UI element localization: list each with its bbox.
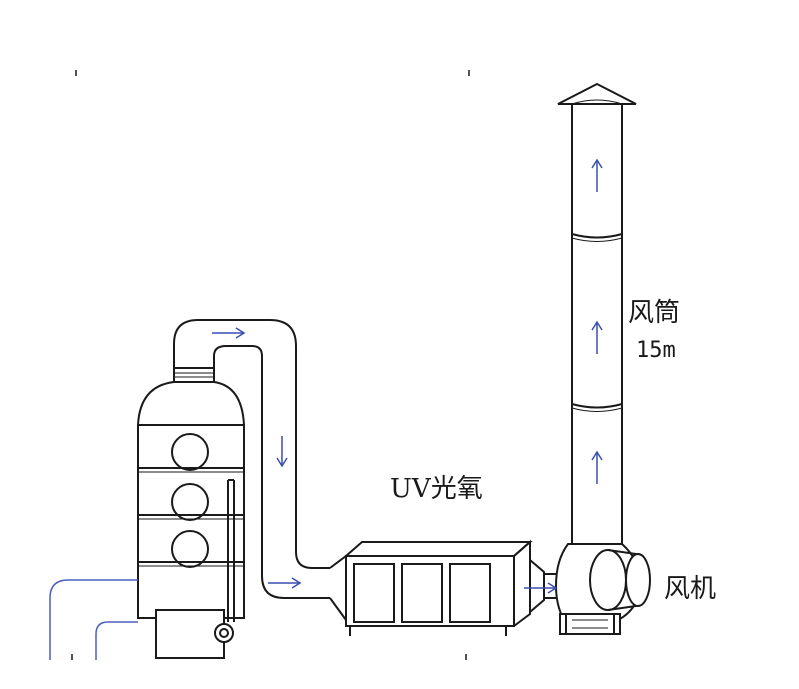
arrow-icon: [276, 436, 288, 468]
arrow-icon: [591, 450, 603, 484]
registration-marks-bottom: [71, 654, 467, 660]
duct-tower-to-uv: [173, 319, 330, 599]
centrifugal-fan: [554, 543, 651, 635]
stack-label: 风筒: [628, 298, 681, 328]
arrow-icon: [268, 577, 302, 589]
arrow-icon: [524, 582, 558, 594]
uv-photo-oxidation-unit: [329, 539, 545, 636]
spray-tower: [137, 367, 245, 622]
arrow-icon: [591, 320, 603, 354]
arrow-icon: [212, 327, 246, 339]
fan-label: 风机: [664, 574, 717, 604]
uv-unit-label: UV光氧: [390, 474, 483, 504]
stack-height-label: 15m: [636, 338, 676, 363]
registration-marks: [75, 70, 470, 76]
inlet-pipes: [49, 579, 138, 660]
circulation-pump: [155, 609, 234, 659]
arrow-icon: [591, 158, 603, 192]
